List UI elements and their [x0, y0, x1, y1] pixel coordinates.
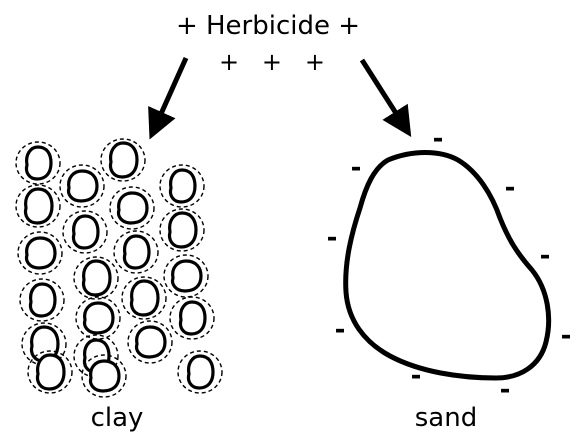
clay-particle	[101, 139, 145, 181]
clay-grain-outline	[38, 355, 64, 389]
sand-charge-minus: -	[327, 223, 338, 253]
clay-particle	[178, 351, 222, 393]
clay-grain-outline	[69, 171, 97, 201]
clay-particle	[128, 321, 172, 363]
clay-label: clay	[91, 403, 144, 433]
sand-charge-minus: -	[433, 124, 444, 154]
clay-grain-outline	[132, 281, 158, 315]
sand-charge-minus: -	[561, 321, 572, 351]
clay-particles	[16, 139, 222, 397]
clay-particle	[63, 211, 107, 253]
clay-grain-outline	[170, 170, 195, 202]
sand-charge-minus: -	[505, 173, 516, 203]
clay-particle	[122, 277, 166, 319]
sand-charge-minus: -	[540, 241, 551, 271]
clay-particle	[18, 232, 62, 274]
sand-charge-minus: -	[500, 375, 511, 405]
clay-particle	[16, 185, 60, 227]
clay-particle	[110, 187, 154, 229]
clay-grain-outline	[137, 327, 165, 357]
clay-grain-outline	[188, 356, 213, 388]
clay-particle	[76, 297, 120, 339]
sand-label: sand	[415, 403, 477, 433]
clay-grain-outline	[173, 261, 201, 291]
clay-grain-outline	[84, 261, 110, 295]
clay-grain-outline	[170, 213, 196, 247]
clay-grain-outline	[111, 143, 137, 177]
clay-particle	[114, 231, 158, 273]
clay-grain-outline	[180, 302, 205, 334]
clay-grain-outline	[91, 361, 119, 391]
clay-particle	[170, 297, 214, 339]
clay-grain-outline	[30, 284, 55, 316]
clay-grain-outline	[26, 147, 51, 179]
sand-charge-minus: -	[335, 315, 346, 345]
clay-grain-outline	[124, 236, 149, 268]
clay-particle	[160, 209, 204, 251]
clay-particle	[160, 165, 204, 207]
clay-particle	[20, 279, 64, 321]
clay-grain-outline	[73, 216, 98, 248]
clay-particle	[60, 165, 104, 207]
clay-particle	[74, 257, 118, 299]
sand-particle: - - - - - - - - -	[327, 124, 572, 405]
clay-grain-outline	[26, 189, 52, 223]
arrow-to-sand	[362, 60, 408, 132]
herbicide-positive-charges: + + +	[219, 48, 325, 76]
arrow-to-clay	[152, 58, 186, 134]
clay-grain-outline	[85, 303, 113, 333]
herbicide-title: + Herbicide +	[176, 11, 360, 41]
clay-particle	[164, 255, 208, 297]
sand-charge-minus: -	[351, 153, 362, 183]
clay-particle	[16, 142, 60, 184]
sand-charge-minus: -	[411, 361, 422, 391]
sand-grain-outline	[346, 153, 549, 379]
clay-grain-outline	[119, 193, 147, 223]
clay-grain-outline	[27, 238, 55, 268]
